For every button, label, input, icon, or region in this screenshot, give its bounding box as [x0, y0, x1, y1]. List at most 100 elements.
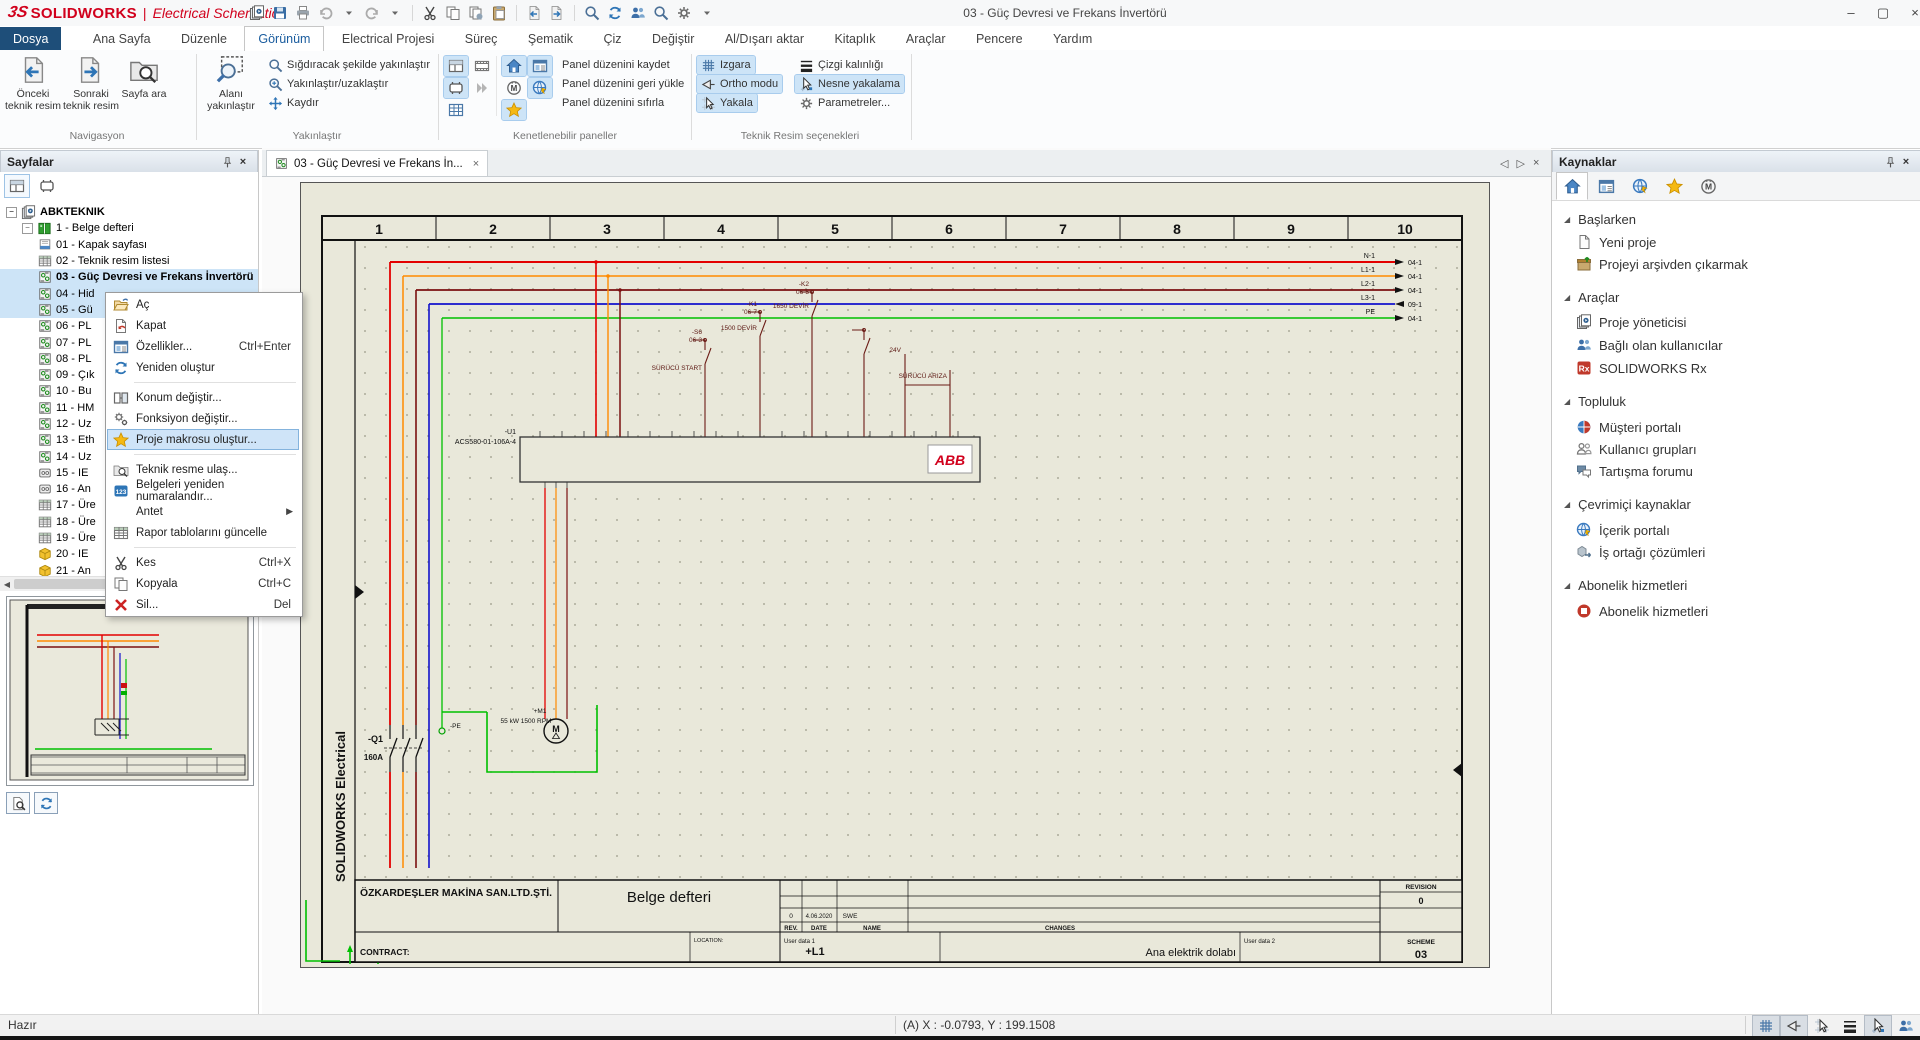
page-item-07[interactable]: 07 - PL	[0, 334, 258, 350]
panel-layout-restore-button[interactable]: Panel düzenini geri yükle	[558, 75, 688, 93]
menu-item-proje-makrosu[interactable]: Proje makrosu oluştur...	[107, 429, 299, 450]
pan-button[interactable]: Kaydır	[264, 94, 323, 112]
toggle-macros-panel-icon[interactable]	[502, 78, 526, 98]
vfd-drive-box[interactable]	[519, 436, 981, 483]
item-kullanici-gruplari[interactable]: Kullanıcı grupları	[1576, 441, 1697, 457]
cut-icon[interactable]	[421, 4, 439, 22]
tab-yardim[interactable]: Yardım	[1052, 32, 1093, 46]
components-view-icon[interactable]	[34, 174, 60, 198]
page-item-01[interactable]: 01 - Kapak sayfası	[0, 237, 258, 253]
page-item-20[interactable]: 20 - IE	[0, 546, 258, 562]
lineweight-button[interactable]: Çizgi kalınlığı	[795, 56, 887, 74]
page-item-08[interactable]: 08 - PL	[0, 351, 258, 367]
page-item-15[interactable]: 15 - IE	[0, 465, 258, 481]
tab-gorunum[interactable]: Görünüm	[244, 26, 325, 51]
grid-toggle-icon[interactable]	[1752, 1015, 1780, 1037]
tab-surec[interactable]: Süreç	[464, 32, 498, 46]
close-icon[interactable]: ×	[239, 156, 247, 168]
page-item-21[interactable]: 21 - An	[0, 563, 258, 579]
users-icon[interactable]	[629, 4, 647, 22]
zoom-icon[interactable]	[583, 4, 601, 22]
zoom-inout-button[interactable]: Yakınlaştır/uzaklaştır	[264, 75, 392, 93]
object-snap-button[interactable]: Nesne yakalama	[794, 74, 905, 94]
paste-format-icon[interactable]	[548, 4, 566, 22]
tab-scroll-left-icon[interactable]: ◁	[1500, 157, 1509, 170]
page-item-03-current[interactable]: 03 - Güç Devresi ve Frekans İnvertörü	[0, 269, 258, 286]
toggle-components-panel-icon[interactable]	[443, 77, 469, 99]
next-drawing-button[interactable]: Sonraki teknik resim	[62, 53, 120, 129]
item-solidworks-rx[interactable]: SOLIDWORKS Rx	[1576, 360, 1707, 376]
menu-item-teknik-resme-ulas[interactable]: Teknik resme ulaş...	[107, 459, 299, 480]
tab-electrical-projesi[interactable]: Electrical Projesi	[341, 32, 435, 46]
zoom-fit-button[interactable]: Sığdıracak şekilde yakınlaştır	[264, 56, 434, 74]
menu-item-ac[interactable]: Aç	[107, 294, 299, 315]
close-icon[interactable]: ×	[1902, 156, 1910, 168]
item-icerik-portali[interactable]: İçerik portalı	[1576, 522, 1670, 538]
menu-item-antet[interactable]: Antet▶	[107, 501, 299, 522]
previous-drawing-button[interactable]: Önceki teknik resim	[4, 53, 62, 129]
tab-dosya[interactable]: Dosya	[0, 27, 62, 51]
drawing-canvas-area[interactable]: 03 - Güç Devresi ve Frekans İn... × ◁ ▷ …	[262, 148, 1551, 1014]
page-item-16[interactable]: 16 - An	[0, 481, 258, 497]
menu-item-sil[interactable]: Sil...Del	[107, 594, 299, 615]
resources-tab-content-icon[interactable]	[1624, 172, 1656, 200]
pages-view-icon[interactable]	[4, 174, 30, 198]
toggle-content-portal-icon[interactable]	[527, 77, 553, 99]
item-proje-yoneticisi[interactable]: Proje yöneticisi	[1576, 314, 1686, 330]
tab-ana-sayfa[interactable]: Ana Sayfa	[92, 32, 151, 46]
document-tab-close-icon[interactable]: ×	[472, 157, 480, 170]
collapse-icon[interactable]: −	[22, 222, 33, 234]
page-item-18[interactable]: 18 - Üre	[0, 514, 258, 530]
resources-tab-properties-icon[interactable]	[1590, 172, 1622, 200]
customize-dropdown-icon[interactable]	[698, 4, 716, 22]
schematic-sheet[interactable]: 1 2 3 4 5 6 7 8 9 10 SOLIDWORKS Electric…	[300, 182, 1490, 968]
thumbnail-refresh-button[interactable]	[34, 792, 58, 814]
section-topluluk[interactable]: ◢Topluluk	[1564, 394, 1626, 409]
page-item-10[interactable]: 10 - Bu	[0, 383, 258, 399]
section-cevrimici[interactable]: ◢Çevrimiçi kaynaklar	[1564, 497, 1691, 512]
section-baslarken[interactable]: ◢Başlarken	[1564, 212, 1636, 227]
toggle-favorites-icon[interactable]	[501, 99, 527, 121]
menu-item-ozellikler[interactable]: Özellikler...Ctrl+Enter	[107, 336, 299, 357]
project-manager-icon[interactable]	[248, 4, 266, 22]
grid-toggle-button[interactable]: Izgara	[696, 55, 756, 75]
menu-item-fonksiyon-degistir[interactable]: Fonksiyon değiştir...	[107, 408, 299, 429]
tab-close-icon[interactable]: ×	[1532, 157, 1540, 169]
undo-icon[interactable]	[317, 4, 335, 22]
page-item-02[interactable]: 02 - Teknik resim listesi	[0, 253, 258, 269]
resources-tab-favorites-icon[interactable]	[1658, 172, 1690, 200]
collapse-icon[interactable]: −	[6, 206, 17, 218]
resources-tab-macros-icon[interactable]	[1692, 172, 1724, 200]
page-item-14[interactable]: 14 - Uz	[0, 448, 258, 464]
toggle-pages-panel-icon[interactable]	[443, 55, 469, 77]
zoom-area-button[interactable]: Alanı yakınlaştır	[202, 53, 260, 129]
breaker-q1[interactable]	[384, 725, 424, 772]
page-item-12[interactable]: 12 - Uz	[0, 416, 258, 432]
item-bagli-kullanicilar[interactable]: Bağlı olan kullanıcılar	[1576, 337, 1723, 353]
search-icon[interactable]	[652, 4, 670, 22]
toggle-preview-panel-icon[interactable]	[470, 56, 494, 76]
print-icon[interactable]	[294, 4, 312, 22]
panel-layout-reset-button[interactable]: Panel düzenini sıfırla	[558, 94, 668, 112]
motor-symbol[interactable]	[543, 718, 569, 744]
page-item-06[interactable]: 06 - PL	[0, 318, 258, 334]
menu-item-konum-degistir[interactable]: Konum değiştir...	[107, 387, 299, 408]
item-tartisma-forumu[interactable]: Tartışma forumu	[1576, 463, 1693, 479]
resources-tab-home-icon[interactable]	[1556, 172, 1588, 200]
maximize-button[interactable]: ▢	[1876, 4, 1890, 20]
paste-icon[interactable]	[490, 4, 508, 22]
pin-icon[interactable]	[219, 155, 235, 169]
toggle-home-panel-icon[interactable]	[501, 55, 527, 77]
menu-item-belgeleri-numaralandir[interactable]: Belgeleri yeniden numaralandır...	[107, 479, 299, 503]
gear-icon[interactable]	[675, 4, 693, 22]
save-icon[interactable]	[271, 4, 289, 22]
page-item-19[interactable]: 19 - Üre	[0, 530, 258, 546]
tree-root-project[interactable]: − ABKTEKNIK	[0, 204, 258, 220]
tab-araclar[interactable]: Araçlar	[905, 32, 946, 46]
scroll-left-icon[interactable]: ◀	[3, 579, 11, 589]
item-musteri-portali[interactable]: Müşteri portalı	[1576, 419, 1681, 435]
tab-ciz[interactable]: Çiz	[603, 32, 622, 46]
page-search-button[interactable]: Sayfa ara	[120, 53, 168, 129]
parameters-button[interactable]: Parametreler...	[795, 94, 894, 112]
